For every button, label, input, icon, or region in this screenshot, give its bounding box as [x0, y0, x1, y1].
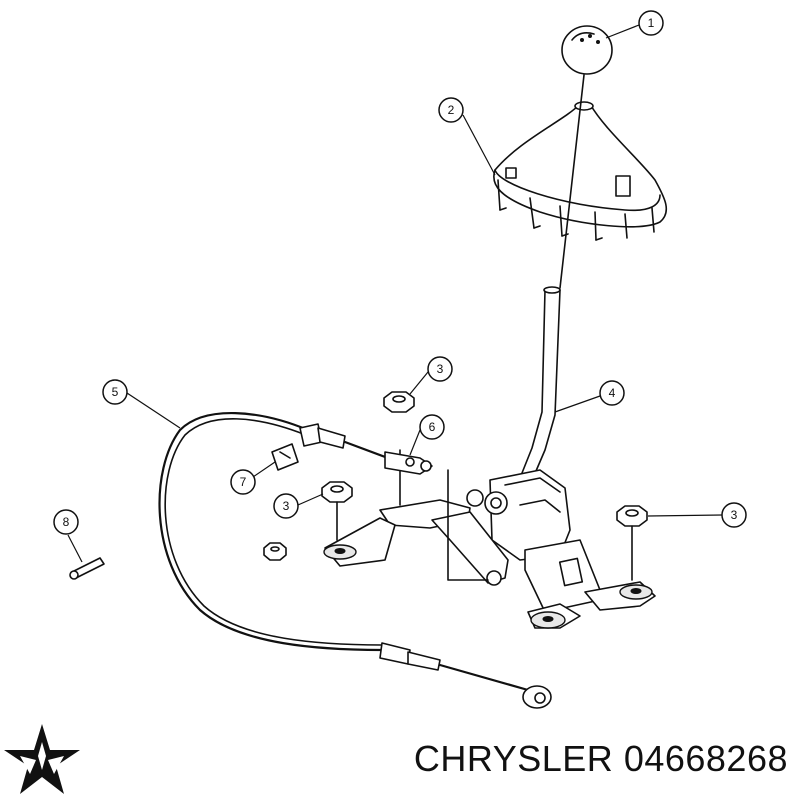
callout-4: 4 [599, 380, 625, 406]
callout-3-top: 3 [427, 356, 453, 382]
nut-loose [263, 542, 287, 561]
nut-top [383, 391, 415, 413]
callout-3-left: 3 [273, 493, 299, 519]
callout-label: 6 [429, 420, 436, 434]
callout-1: 1 [638, 10, 664, 36]
part-number: 04668268 [623, 738, 788, 779]
callout-3-right: 3 [721, 502, 747, 528]
callout-label: 2 [448, 103, 455, 117]
brand-name: CHRYSLER [413, 738, 614, 779]
callout-label: 3 [731, 508, 738, 522]
shifter-base [323, 449, 656, 629]
callout-5: 5 [102, 379, 128, 405]
cotter-pin [69, 557, 105, 580]
callout-7: 7 [230, 469, 256, 495]
nut-right [616, 505, 648, 581]
retaining-clip [271, 443, 299, 471]
shift-boot [493, 101, 668, 241]
callout-label: 5 [112, 385, 119, 399]
callout-label: 3 [283, 499, 290, 513]
pentastar-icon [4, 724, 80, 794]
callout-6: 6 [419, 414, 445, 440]
callout-label: 4 [609, 386, 616, 400]
cable-adjuster [384, 451, 433, 475]
callout-label: 8 [63, 515, 70, 529]
callout-8: 8 [53, 509, 79, 535]
callout-2: 2 [438, 97, 464, 123]
shift-cable [158, 412, 552, 709]
leader-lines [67, 24, 723, 563]
callout-label: 3 [437, 362, 444, 376]
callout-label: 7 [240, 475, 247, 489]
nut-left [321, 481, 353, 541]
callout-label: 1 [648, 16, 655, 30]
shift-knob [561, 25, 613, 75]
part-caption: CHRYSLER 04668268 [414, 738, 788, 780]
